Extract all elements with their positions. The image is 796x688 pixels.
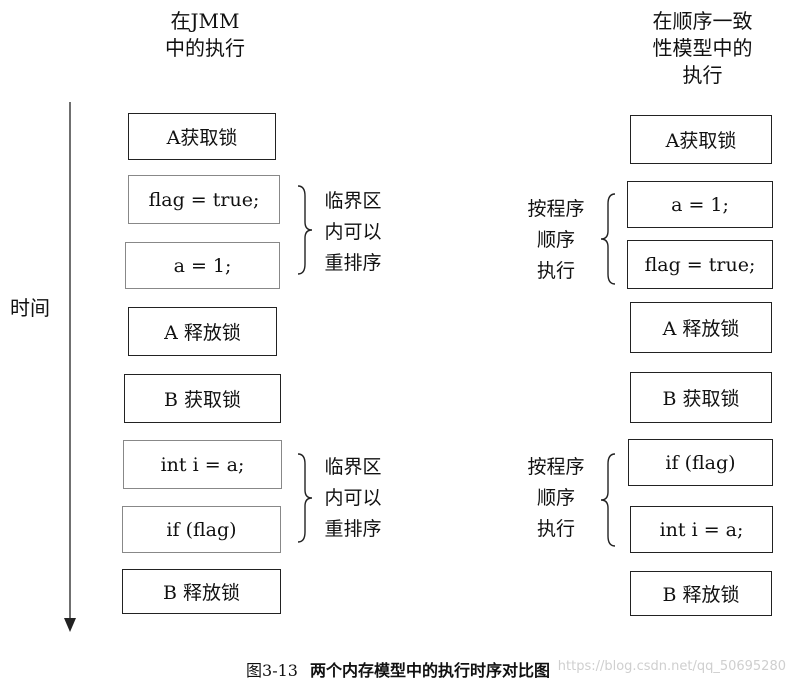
- figure-number: 图3-13: [246, 661, 298, 680]
- right-step-1: A获取锁: [630, 115, 772, 164]
- left-step-1: A获取锁: [128, 113, 276, 160]
- left-step-7: if (flag): [122, 506, 281, 553]
- figure-title: 两个内存模型中的执行时序对比图: [309, 661, 550, 680]
- left-note-2: 临界区 内可以 重排序: [324, 456, 382, 540]
- right-step-2: a = 1;: [627, 181, 773, 228]
- left-step-3: a = 1;: [125, 242, 280, 289]
- right-note-1: 按程序 顺序 执行: [527, 198, 585, 282]
- left-brace-2: [297, 453, 313, 543]
- left-column-heading: 在JMM 中的执行: [165, 9, 245, 60]
- left-step-6: int i = a;: [123, 440, 282, 489]
- left-step-2: flag = true;: [128, 175, 280, 224]
- left-step-5: B 获取锁: [124, 374, 281, 423]
- right-column-heading: 在顺序一致 性模型中的 执行: [652, 9, 753, 87]
- watermark: https://blog.csdn.net/qq_50695280: [557, 659, 786, 674]
- left-step-4: A 释放锁: [128, 307, 277, 356]
- left-note-1: 临界区 内可以 重排序: [324, 190, 382, 274]
- left-step-8: B 释放锁: [122, 569, 281, 614]
- right-brace-2: [600, 453, 616, 547]
- time-axis-label: 时间: [10, 296, 50, 320]
- right-brace-1: [600, 193, 616, 285]
- right-step-3: flag = true;: [627, 240, 773, 289]
- right-note-2: 按程序 顺序 执行: [527, 456, 585, 540]
- figure-caption: 图3-13 两个内存模型中的执行时序对比图: [0, 657, 796, 681]
- time-axis-arrow: [64, 102, 76, 632]
- right-step-4: A 释放锁: [630, 302, 772, 353]
- right-step-5: B 获取锁: [630, 372, 772, 423]
- right-step-6: if (flag): [628, 439, 773, 486]
- right-step-8: B 释放锁: [630, 571, 772, 616]
- right-step-7: int i = a;: [630, 506, 773, 553]
- left-brace-1: [297, 185, 313, 275]
